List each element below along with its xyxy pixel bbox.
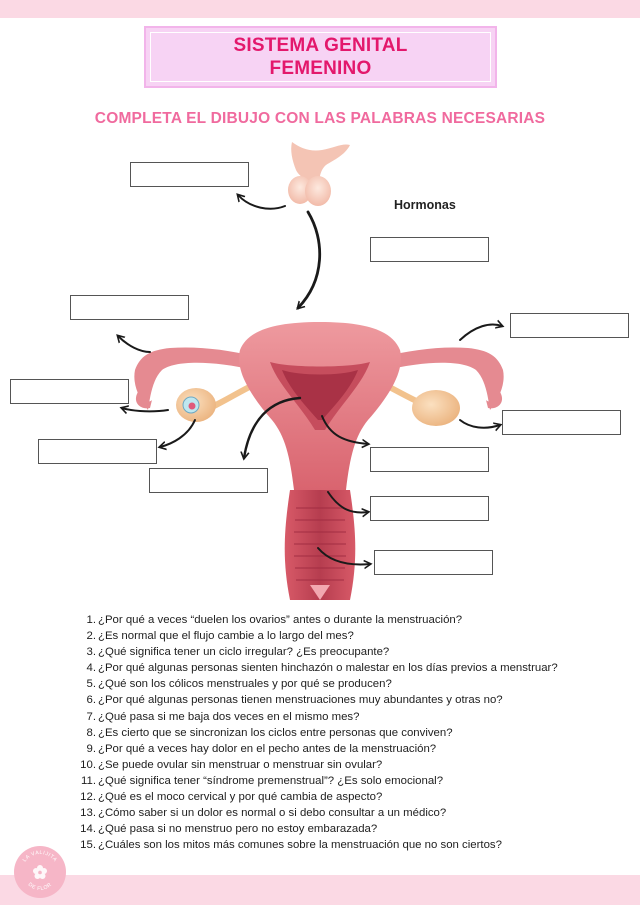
title-line-1: SISTEMA GENITAL (233, 35, 408, 56)
subtitle: COMPLETA EL DIBUJO CON LAS PALABRAS NECE… (94, 110, 546, 127)
pituitary-gland (288, 142, 350, 206)
question-list: 1.¿Por qué a veces “duelen los ovarios” … (80, 612, 640, 853)
question-item: 12.¿Qué es el moco cervical y por qué ca… (80, 791, 383, 804)
answer-box-ovary-right[interactable] (502, 410, 621, 435)
question-item: 4.¿Por qué algunas personas sienten hinc… (86, 662, 558, 675)
answer-box-fallopian-left[interactable] (70, 295, 189, 320)
title-box: SISTEMA GENITAL FEMENINO (144, 26, 497, 88)
question-item: 9.¿Por qué a veces hay dolor en el pecho… (86, 742, 437, 755)
question-item: 7.¿Qué pasa si me baja dos veces en el m… (86, 710, 360, 723)
svg-text:DE FLOR: DE FLOR (27, 882, 54, 892)
question-item: 15.¿Cuáles son los mitos más comunes sob… (80, 839, 502, 852)
question-item: 11.¿Qué significa tener “síndrome premen… (81, 774, 444, 787)
ovary-right (412, 390, 460, 426)
answer-box-pituitary[interactable] (130, 162, 249, 187)
question-item: 8.¿Es cierto que se sincronizan los cicl… (86, 726, 453, 739)
title-line-2: FEMENINO (269, 58, 372, 79)
answer-box-fallopian-right[interactable] (510, 313, 629, 338)
bottom-band (0, 875, 640, 905)
question-item: 6.¿Por qué algunas personas tienen menst… (86, 694, 503, 707)
question-item: 1.¿Por qué a veces “duelen los ovarios” … (86, 614, 463, 626)
answer-box-follicle[interactable] (38, 439, 157, 464)
answer-box-vagina[interactable] (374, 550, 493, 575)
answer-box-fimbriae[interactable] (10, 379, 129, 404)
answer-box-cervix[interactable] (370, 496, 489, 521)
answer-box-endometrium[interactable] (370, 447, 489, 472)
question-item: 14.¿Qué pasa si no menstruo pero no esto… (80, 823, 378, 836)
question-item: 3.¿Qué significa tener un ciclo irregula… (86, 646, 390, 659)
question-item: 2.¿Es normal que el flujo cambie a lo la… (86, 630, 354, 643)
ovary-left (176, 388, 216, 422)
pointer-arrows (118, 195, 502, 564)
question-item: 13.¿Cómo saber si un dolor es normal o s… (80, 807, 447, 820)
answer-box-hormonas[interactable] (370, 237, 489, 262)
hormonas-label: Hormonas (394, 198, 456, 212)
flower-icon: LA VALIJITA DE FLOR (22, 850, 58, 892)
answer-box-uterus[interactable] (149, 468, 268, 493)
svg-text:LA VALIJITA: LA VALIJITA (22, 850, 58, 863)
question-item: 5.¿Qué son los cólicos menstruales y por… (86, 678, 392, 691)
question-item: 10.¿Se puede ovular sin menstruar o mens… (80, 758, 383, 771)
top-band (0, 0, 640, 18)
brand-logo: LA VALIJITA DE FLOR (14, 846, 66, 898)
